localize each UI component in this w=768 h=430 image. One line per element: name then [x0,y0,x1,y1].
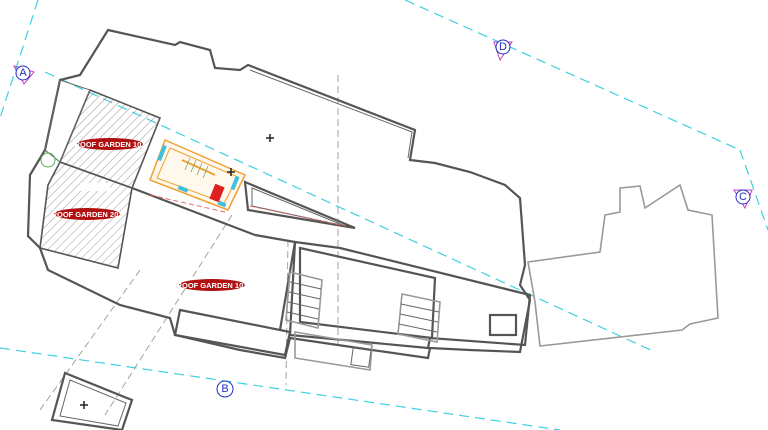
triangle-void [243,180,356,230]
svg-text:A: A [19,67,27,79]
svg-text:ROOF GARDEN 103: ROOF GARDEN 103 [75,140,146,149]
separate-structure [50,371,134,430]
room-label-102: ROOF GARDEN 102 [177,279,248,291]
svg-text:B: B [221,383,228,395]
main-building-outline [26,28,532,360]
grid-bubble-b: B [216,380,234,398]
stair-block-right [397,293,441,343]
room-label-202: ROOF GARDEN 202 [52,208,123,220]
svg-text:C: C [739,191,747,203]
adjacent-building-outline [527,183,719,347]
grid-bubble-d: D [493,39,513,62]
elevation-marker-icon [80,134,274,409]
svg-text:D: D [499,41,507,53]
stair-core [149,138,247,213]
room-label-103: ROOF GARDEN 103 [75,138,146,150]
grid-bubble-a: A [12,65,35,85]
mask [80,183,110,191]
grid-bubble-c: C [733,189,753,210]
stair-block-left [285,270,323,330]
svg-text:ROOF GARDEN 202: ROOF GARDEN 202 [52,210,123,219]
svg-text:ROOF GARDEN 102: ROOF GARDEN 102 [177,281,248,290]
tree-icon [40,152,56,168]
